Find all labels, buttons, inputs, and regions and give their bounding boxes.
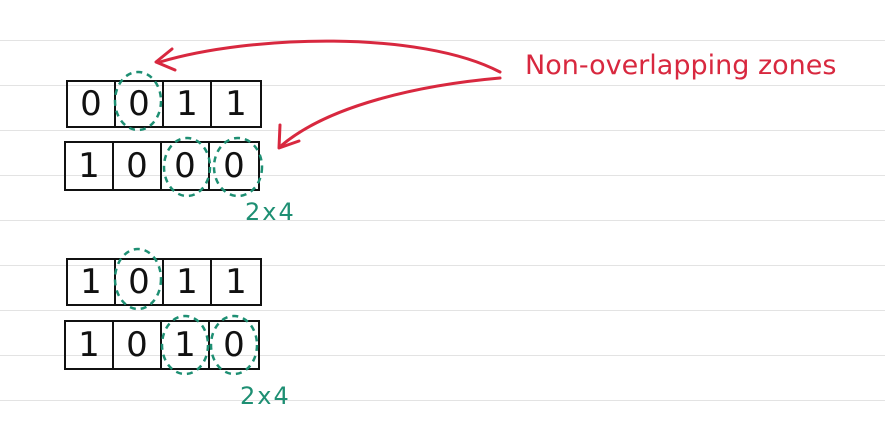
highlight-circle bbox=[209, 314, 259, 376]
group-1-bottom-row: 1 0 0 0 bbox=[64, 141, 260, 191]
group-2-top-row: 1 0 1 1 bbox=[66, 258, 262, 306]
highlight-circle bbox=[162, 136, 212, 198]
bit-cell: 0 bbox=[223, 325, 245, 365]
highlight-circle bbox=[212, 136, 264, 198]
bit-cell: 1 bbox=[66, 322, 114, 368]
rule-line bbox=[0, 265, 885, 266]
group-1-multiplier: 2x4 bbox=[245, 198, 296, 226]
highlight-circle bbox=[160, 314, 210, 376]
rule-line bbox=[0, 130, 885, 131]
rule-line bbox=[0, 175, 885, 176]
annotation-label: Non-overlapping zones bbox=[525, 50, 837, 81]
group-2-multiplier: 2x4 bbox=[240, 382, 291, 410]
arrow-head bbox=[154, 47, 177, 72]
bit-cell: 0 bbox=[162, 143, 210, 189]
bit-cell: 1 bbox=[164, 82, 212, 126]
rule-line bbox=[0, 220, 885, 221]
bit-cell: 1 bbox=[164, 260, 212, 304]
bit-cell: 1 bbox=[66, 143, 114, 189]
bit-cell: 1 bbox=[225, 262, 247, 302]
bit-cell: 1 bbox=[225, 84, 247, 124]
bit-cell: 0 bbox=[116, 82, 164, 126]
rule-line bbox=[0, 400, 885, 401]
bit-cell: 0 bbox=[116, 260, 164, 304]
arrow-head bbox=[277, 123, 301, 150]
arrow-to-bottom-row bbox=[280, 76, 502, 147]
rule-line bbox=[0, 310, 885, 311]
bit-cell: 0 bbox=[223, 146, 245, 186]
highlight-circle bbox=[113, 247, 163, 311]
rule-line bbox=[0, 40, 885, 41]
highlight-circle bbox=[113, 70, 163, 132]
rule-line bbox=[0, 355, 885, 356]
arrow-to-top-row bbox=[158, 39, 502, 74]
bit-cell: 0 bbox=[114, 143, 162, 189]
